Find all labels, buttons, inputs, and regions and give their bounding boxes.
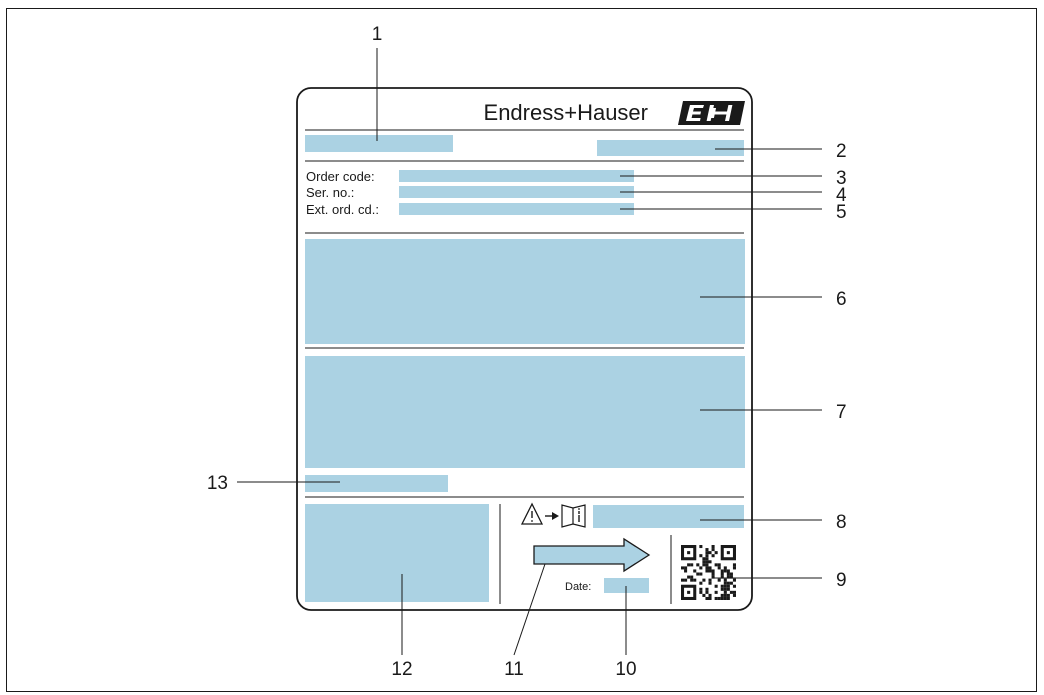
nameplate-outline [296, 87, 753, 611]
date-field [604, 578, 649, 593]
callout-number: 1 [372, 24, 383, 45]
flow-direction-arrow-icon [533, 537, 651, 573]
figure-frame [6, 8, 1037, 692]
callout-number: 2 [836, 141, 847, 162]
callout-number: 4 [836, 185, 847, 206]
ce-mark-block [305, 504, 489, 602]
callout-number: 11 [504, 659, 524, 680]
arrow-right-icon [545, 512, 559, 520]
extended-order-code-field [399, 203, 634, 215]
extended-order-code-label: Ext. ord. cd.: [306, 202, 379, 217]
manufacturing-location-field [597, 140, 744, 156]
degree-of-protection-field [305, 475, 448, 492]
callout-number: 3 [836, 168, 847, 189]
callout-number: 7 [836, 402, 847, 423]
callout-number: 5 [836, 202, 847, 223]
manual-book-icon [561, 504, 586, 528]
callout-number: 6 [836, 289, 847, 310]
safety-document-field [593, 505, 744, 528]
order-code-field [399, 170, 634, 182]
leader-line [513, 563, 546, 656]
callout-number: 10 [615, 659, 636, 680]
serial-number-field [399, 186, 634, 198]
endress-hauser-logo [678, 101, 745, 125]
warning-icon [520, 502, 544, 525]
technical-data-block [305, 239, 745, 344]
callout-number: 9 [836, 570, 847, 591]
brand-name: Endress+Hauser [484, 100, 648, 125]
device-name-field [305, 135, 453, 152]
date-label: Date: [565, 581, 591, 593]
callout-number: 12 [391, 659, 412, 680]
approval-data-block [305, 356, 745, 468]
callout-number: 8 [836, 512, 847, 533]
order-code-label: Order code: [306, 169, 375, 184]
matrix-code-icon [681, 545, 736, 600]
serial-number-label: Ser. no.: [306, 185, 354, 200]
callout-number: 13 [207, 473, 228, 494]
